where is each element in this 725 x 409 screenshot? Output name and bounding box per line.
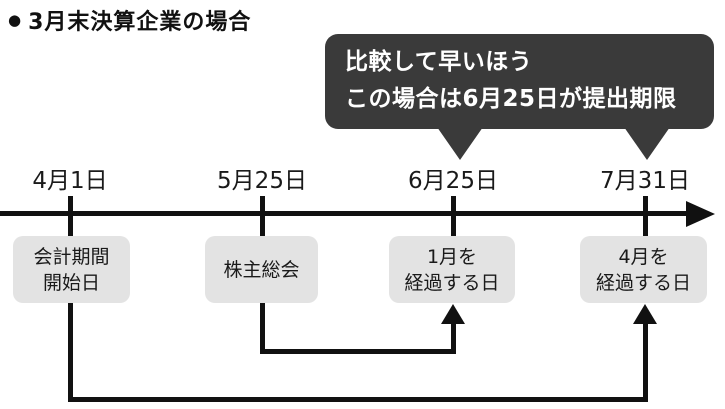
callout-line-2: この場合は6月25日が提出期限 bbox=[345, 86, 677, 112]
connector-meeting-to-1month-horizontal bbox=[259, 349, 456, 354]
event-box-shareholders-meeting: 株主総会 bbox=[205, 236, 318, 303]
date-label-jun25: 6月25日 bbox=[408, 168, 498, 194]
event-box-label: 1月を bbox=[426, 245, 478, 268]
timeline-tick-may25 bbox=[259, 196, 265, 236]
event-box-label: 4月を bbox=[618, 245, 669, 268]
callout-tail-left-icon bbox=[437, 127, 483, 160]
up-arrowhead-1month-icon bbox=[441, 304, 465, 324]
bullet-icon: ● bbox=[8, 10, 23, 29]
callout-line-1: 比較して早いほう bbox=[345, 49, 533, 75]
connector-start-to-4months-up bbox=[642, 318, 648, 402]
timeline-tick-jul31 bbox=[642, 196, 648, 236]
event-box-label: 株主総会 bbox=[223, 258, 300, 281]
timeline-axis bbox=[0, 211, 688, 216]
up-arrowhead-4months-icon bbox=[633, 304, 657, 324]
timeline-tick-jun25 bbox=[450, 196, 456, 236]
event-box-label: 経過する日 bbox=[404, 271, 500, 294]
event-box-label: 開始日 bbox=[42, 271, 100, 294]
event-box-four-months-elapsed: 4月を 経過する日 bbox=[580, 236, 707, 303]
date-label-may25: 5月25日 bbox=[217, 168, 307, 194]
event-box-one-month-elapsed: 1月を 経過する日 bbox=[389, 236, 515, 303]
callout-bubble: 比較して早いほう この場合は6月25日が提出期限 bbox=[325, 34, 714, 129]
page-title: ● 3月末決算企業の場合 bbox=[8, 4, 251, 36]
connector-start-to-4months-horizontal bbox=[67, 397, 648, 402]
page-title-text: 3月末決算企業の場合 bbox=[28, 10, 252, 35]
date-label-jul31: 7月31日 bbox=[600, 168, 690, 194]
event-box-accounting-period-start: 会計期間 開始日 bbox=[13, 236, 130, 303]
callout-tail-right-icon bbox=[624, 127, 670, 160]
timeline-tick-apr1 bbox=[67, 196, 73, 236]
timeline-arrowhead-icon bbox=[686, 201, 715, 227]
event-box-label: 会計期間 bbox=[33, 245, 110, 268]
connector-meeting-to-1month-up bbox=[450, 318, 456, 354]
date-label-apr1: 4月1日 bbox=[32, 168, 108, 194]
connector-start-to-4months-down bbox=[67, 303, 73, 402]
connector-meeting-to-1month-down bbox=[259, 303, 265, 354]
event-box-label: 経過する日 bbox=[595, 271, 691, 294]
